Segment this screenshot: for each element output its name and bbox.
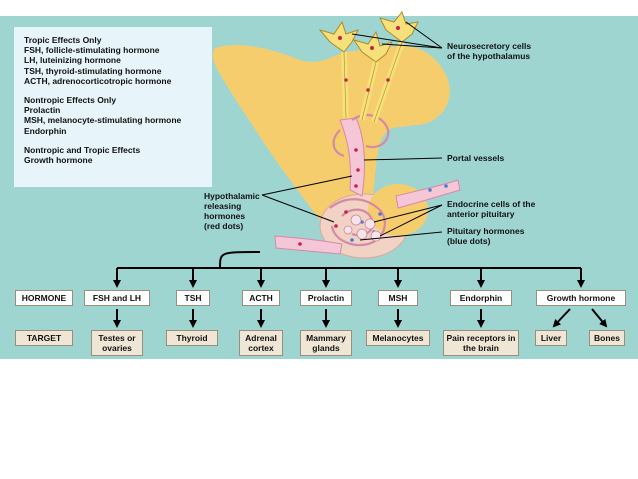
target-box: Melanocytes [366, 330, 430, 346]
label-line: releasing [204, 201, 242, 211]
legend-nontropic: Nontropic Effects Only Prolactin MSH, me… [24, 95, 202, 136]
row-header-hormone: HORMONE [15, 290, 73, 306]
label-line: Hypothalamic [204, 191, 260, 201]
legend-item: Endorphin [24, 125, 67, 136]
legend-both: Nontropic and Tropic Effects Growth horm… [24, 145, 202, 165]
legend-item: TSH, thyroid-stimulating hormone [24, 65, 162, 76]
legend-item: Prolactin [24, 105, 61, 116]
label-neurosecretory: Neurosecretory cells of the hypothalamus [447, 41, 531, 61]
label-pituitary-hormones: Pituitary hormones (blue dots) [447, 226, 524, 246]
hypothalamus-shape [212, 45, 450, 234]
target-box: Thyroid [166, 330, 218, 346]
label-line: Pituitary hormones [447, 226, 525, 236]
hormone-box: Growth hormone [536, 290, 626, 306]
target-box: Adrenal cortex [239, 330, 283, 356]
legend-item: Growth hormone [24, 155, 93, 166]
vessel-out [395, 179, 461, 209]
legend-item: LH, luteinizing hormone [24, 55, 121, 66]
hormone-box: Endorphin [450, 290, 512, 306]
label-line: Portal vessels [447, 153, 505, 163]
portal-stalk [339, 117, 365, 197]
label-releasing-hormones: Hypothalamic releasing hormones (red dot… [204, 191, 260, 231]
red-dots [298, 26, 400, 246]
target-box: Bones [589, 330, 625, 346]
label-line: of the hypothalamus [447, 51, 531, 61]
target-box: Pain receptors in the brain [443, 330, 519, 356]
legend-heading: Tropic Effects Only [24, 35, 102, 45]
hormone-box: FSH and LH [84, 290, 150, 306]
legend-heading: Nontropic Effects Only [24, 95, 117, 106]
label-line: anterior pituitary [447, 209, 515, 219]
label-line: hormones [204, 211, 246, 221]
legend-item: FSH, follicle-stimulating hormone [24, 45, 160, 56]
legend-tropic: Tropic Effects Only FSH, follicle-stimul… [24, 35, 202, 86]
hormone-box: MSH [378, 290, 418, 306]
label-line: (red dots) [204, 221, 244, 231]
callout-lines [261, 21, 443, 241]
legend-item: MSH, melanocyte-stimulating hormone [24, 115, 182, 126]
target-arrow [552, 308, 571, 328]
target-arrows [113, 308, 608, 328]
label-line: Endocrine cells of the [447, 199, 536, 209]
legend-heading: Nontropic and Tropic Effects [24, 144, 141, 155]
legend-item: ACTH, adrenocorticotropic hormone [24, 75, 172, 86]
target-arrow [591, 308, 608, 328]
hormone-box: Prolactin [300, 290, 352, 306]
row-header-target: TARGET [15, 330, 73, 346]
neurosecretory-cells [318, 10, 419, 123]
hormone-box: ACTH [242, 290, 280, 306]
label-endocrine-cells: Endocrine cells of the anterior pituitar… [447, 199, 535, 219]
hormone-box: TSH [176, 290, 210, 306]
hormone-legend: Tropic Effects Only FSH, follicle-stimul… [14, 27, 212, 187]
hormone-branch-tree [113, 251, 585, 288]
vessel-in [274, 235, 343, 255]
target-box: Liver [535, 330, 567, 346]
label-portal-vessels: Portal vessels [447, 153, 504, 163]
label-line: Neurosecretory cells [447, 41, 532, 51]
label-line: (blue dots) [447, 236, 491, 246]
target-box: Testes or ovaries [91, 330, 143, 356]
tree-stem [219, 251, 261, 269]
target-box: Mammary glands [300, 330, 352, 356]
